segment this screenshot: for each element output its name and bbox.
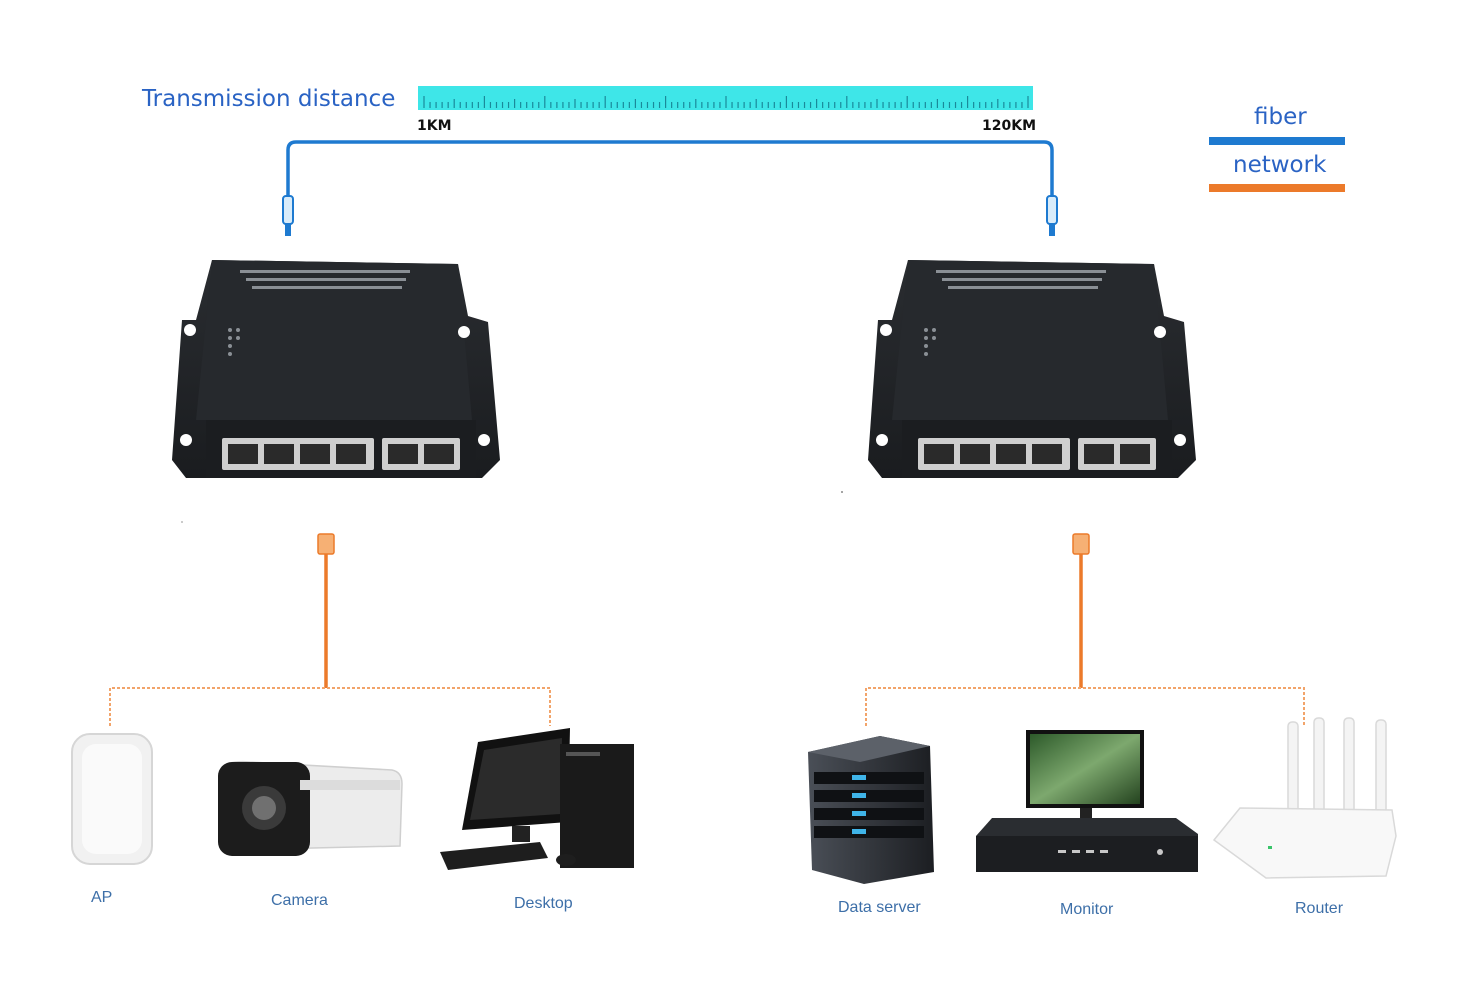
legend-fiber-label: fiber (1254, 104, 1307, 130)
wifi-router-icon (1212, 717, 1397, 879)
media-converter-left-icon (172, 260, 500, 478)
network-link-left (109, 533, 551, 726)
legend-fiber-line (1209, 137, 1345, 145)
network-link-right (865, 533, 1305, 726)
access-point-icon (71, 733, 153, 865)
legend-network-label: network (1233, 152, 1327, 178)
fiber-link (282, 140, 1058, 236)
diagram-title: Transmission distance (142, 86, 396, 112)
device-label-ap: AP (91, 889, 113, 906)
server-rack-icon (808, 736, 934, 884)
bullet-camera-icon (218, 760, 403, 856)
device-label-camera: Camera (271, 892, 328, 909)
distance-ruler (418, 86, 1033, 110)
device-label-monitor: Monitor (1060, 901, 1114, 918)
distance-start-label: 1KM (417, 118, 452, 134)
device-label-desktop: Desktop (514, 895, 573, 912)
device-label-data-server: Data server (838, 899, 921, 916)
distance-end-label: 120KM (982, 118, 1037, 134)
legend-network-line (1209, 184, 1345, 192)
device-label-router: Router (1295, 900, 1344, 917)
media-converter-right-icon (868, 260, 1196, 478)
desktop-computer-icon (440, 728, 634, 870)
monitor-nvr-icon (976, 730, 1198, 872)
